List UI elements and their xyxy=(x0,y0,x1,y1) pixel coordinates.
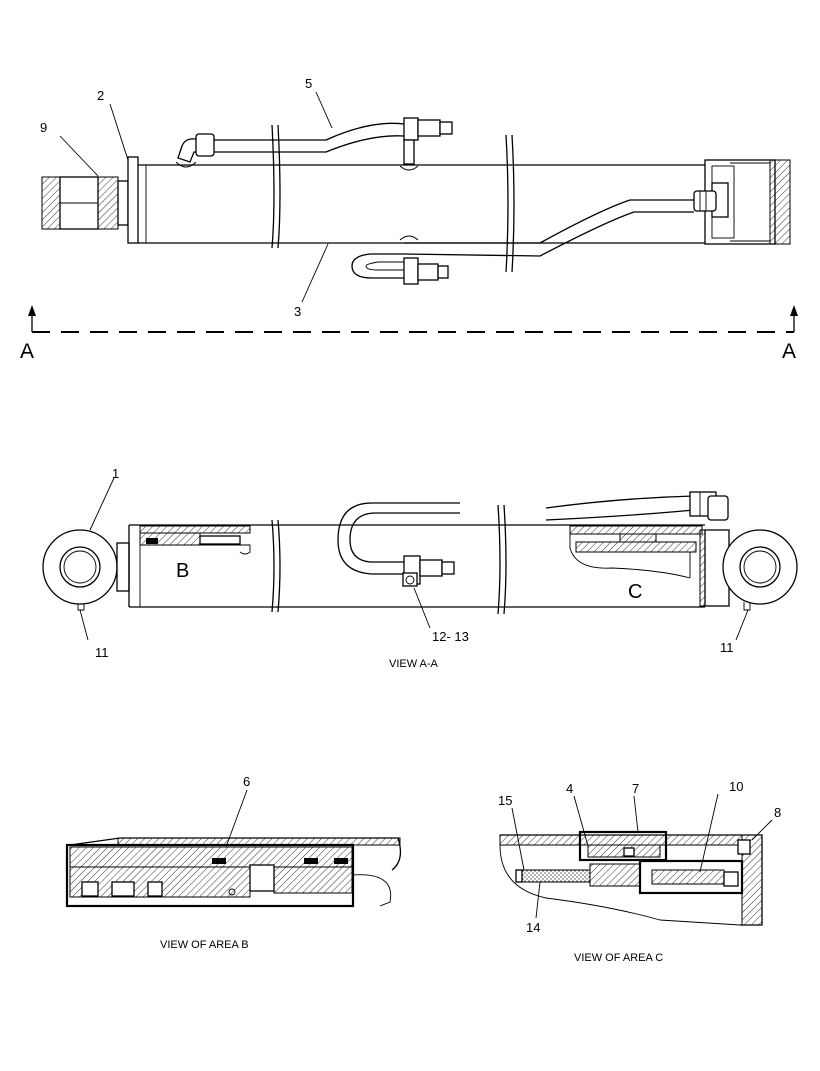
leader-5 xyxy=(315,91,333,129)
section-letter-right: A xyxy=(782,340,796,363)
u-tube-view xyxy=(337,502,460,587)
caption-view-area-c: VIEW OF AREA C xyxy=(574,952,663,964)
label-item-9: 9 xyxy=(40,120,47,135)
label-item-6: 6 xyxy=(243,774,250,789)
leader-2 xyxy=(109,103,129,161)
label-item-2: 2 xyxy=(97,88,104,103)
area-letter-c: C xyxy=(628,581,642,603)
label-item-1: 1 xyxy=(112,466,119,481)
label-item-5: 5 xyxy=(305,76,312,91)
rod-eye-block xyxy=(41,176,129,230)
leader-3 xyxy=(301,243,329,303)
caption-view-a-a: VIEW A-A xyxy=(389,658,439,670)
area-letter-b: B xyxy=(176,560,189,582)
tube-lower xyxy=(351,199,694,285)
rod-eye-left xyxy=(42,529,118,605)
label-item-4: 4 xyxy=(566,781,573,796)
label-item-12-13: 12- 13 xyxy=(432,629,469,644)
rod-eye-right xyxy=(722,529,798,605)
cylinder-top-view: 9 2 5 3 xyxy=(40,76,791,319)
section-line-a-a: A A xyxy=(20,305,798,363)
gland-flange xyxy=(127,156,139,244)
view-of-area-c: 15 4 7 10 8 14 VIEW OF AREA C xyxy=(498,779,781,964)
label-item-7: 7 xyxy=(632,781,639,796)
label-item-3: 3 xyxy=(294,304,301,319)
leader-9 xyxy=(59,135,99,177)
label-item-15: 15 xyxy=(498,793,512,808)
section-letter-left: A xyxy=(20,340,34,363)
label-item-8: 8 xyxy=(774,805,781,820)
label-item-11-right: 11 xyxy=(720,640,734,655)
cutaway-c xyxy=(569,525,709,607)
cylinder-head-end xyxy=(693,159,791,245)
view-a-a: 1 11 12- 13 11 B C VIEW A-A xyxy=(42,466,798,670)
view-of-area-b: 6 VIEW OF AREA B xyxy=(65,774,402,951)
label-item-10: 10 xyxy=(729,779,743,794)
cutaway-b xyxy=(139,525,251,555)
tube-upper xyxy=(175,117,453,171)
cylinder-barrel xyxy=(138,124,705,273)
label-item-11-left: 11 xyxy=(95,645,109,660)
label-item-14: 14 xyxy=(526,920,540,935)
caption-view-area-b: VIEW OF AREA B xyxy=(160,939,249,951)
